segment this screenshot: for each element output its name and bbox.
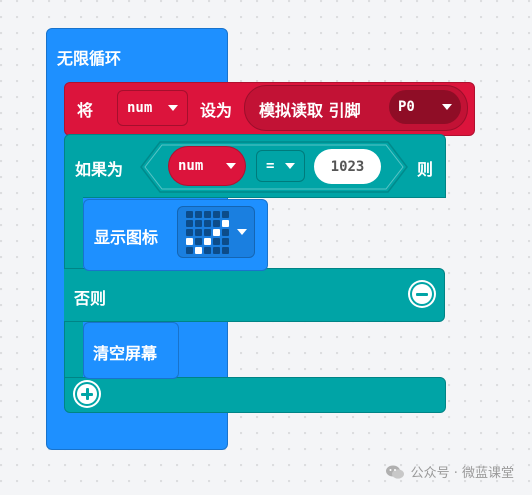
forever-label: 无限循环 — [57, 49, 122, 68]
led-cell — [213, 246, 220, 254]
operator-symbol: = — [266, 158, 275, 174]
else-bar: 否则 — [64, 268, 445, 322]
led-cell — [213, 237, 220, 245]
led-cell — [222, 228, 229, 236]
set-prefix-label: 将 — [77, 101, 94, 120]
then-label: 则 — [417, 160, 434, 179]
led-cell — [195, 210, 202, 218]
chevron-down-icon — [442, 104, 452, 110]
led-cell — [222, 237, 229, 245]
led-cell — [186, 246, 193, 254]
minus-icon — [416, 292, 428, 296]
if-block-bottom — [64, 377, 446, 413]
led-cell — [186, 219, 193, 227]
led-cell — [213, 228, 220, 236]
add-branch-button[interactable] — [75, 382, 99, 406]
remove-else-button[interactable] — [410, 282, 434, 306]
led-cell — [222, 210, 229, 218]
led-cell — [195, 246, 202, 254]
set-middle-label: 设为 — [200, 101, 233, 120]
led-cell — [204, 228, 211, 236]
show-icon-label: 显示图标 — [94, 228, 159, 247]
icon-picker-dropdown[interactable] — [177, 206, 255, 258]
analog-read-label: 模拟读取 引脚 — [259, 101, 361, 120]
chevron-down-icon — [168, 105, 178, 111]
led-cell — [204, 210, 211, 218]
pin-value: P0 — [398, 99, 415, 115]
led-cell — [186, 210, 193, 218]
led-cell — [186, 228, 193, 236]
else-label: 否则 — [74, 289, 107, 308]
compare-value-input[interactable]: 1023 — [314, 149, 381, 184]
chevron-down-icon — [237, 229, 247, 235]
led-cell — [195, 228, 202, 236]
pin-dropdown[interactable]: P0 — [389, 90, 461, 124]
led-cell — [186, 237, 193, 245]
led-cell — [222, 219, 229, 227]
watermark: 公众号 · 微蓝课堂 — [385, 462, 514, 481]
watermark-text: 公众号 · 微蓝课堂 — [410, 466, 514, 481]
led-cell — [213, 210, 220, 218]
chevron-down-icon — [226, 163, 236, 169]
led-cell — [204, 219, 211, 227]
left-operand: num — [178, 158, 204, 174]
led-cell — [204, 237, 211, 245]
led-cell — [195, 237, 202, 245]
wechat-icon — [385, 465, 404, 479]
variable-dropdown[interactable]: num — [117, 90, 188, 126]
led-cell — [213, 219, 220, 227]
variable-name: num — [127, 100, 153, 116]
check-icon — [186, 210, 229, 254]
variable-reporter[interactable]: num — [168, 146, 246, 186]
led-cell — [222, 246, 229, 254]
if-label: 如果为 — [75, 160, 124, 179]
clear-screen-label: 清空屏幕 — [93, 344, 158, 363]
chevron-down-icon — [285, 163, 295, 169]
led-cell — [195, 219, 202, 227]
operator-dropdown[interactable]: = — [256, 150, 305, 182]
clear-screen-block[interactable]: 清空屏幕 — [83, 322, 179, 379]
led-cell — [204, 246, 211, 254]
